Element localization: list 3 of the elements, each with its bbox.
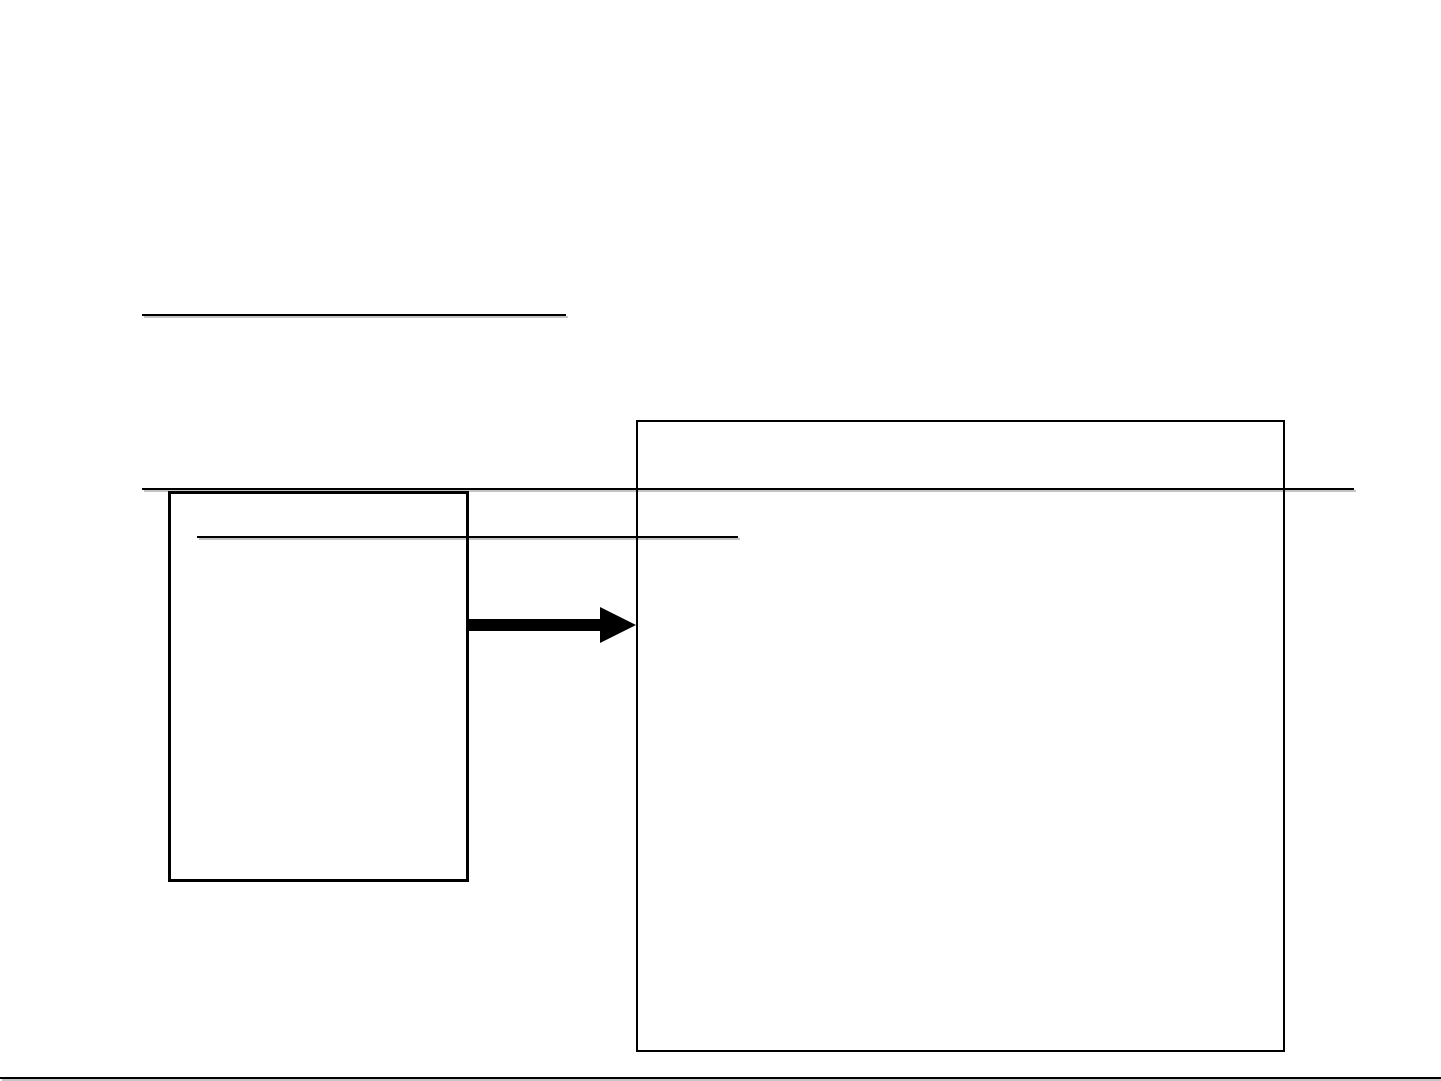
rectangle-frame [636, 420, 1285, 1052]
rectangle-frame [168, 491, 469, 882]
arrow [469, 607, 636, 643]
